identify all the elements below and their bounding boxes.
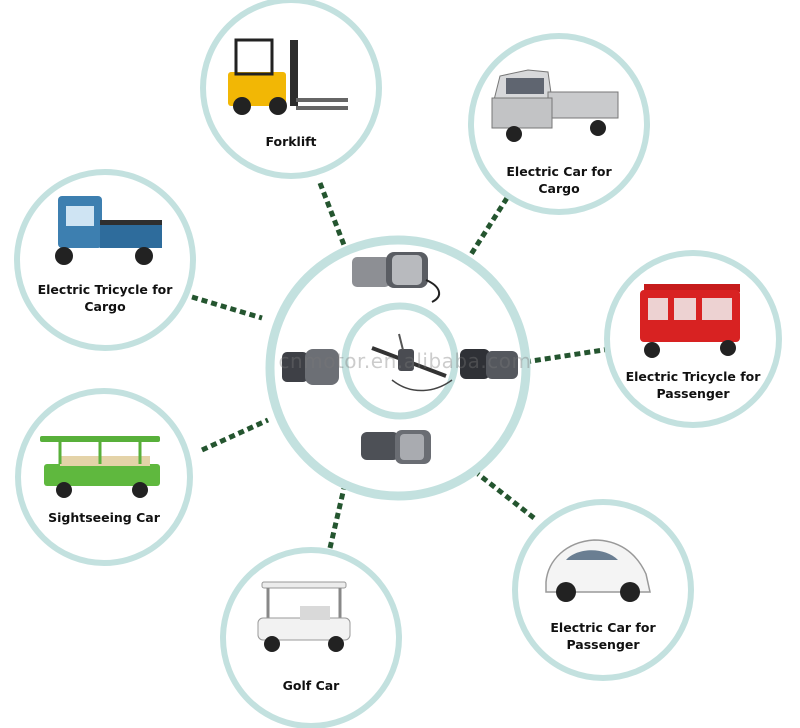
- watermark: cnmotor.en.alibaba.com: [278, 349, 532, 373]
- passenger-tricycle-icon: [640, 284, 740, 358]
- label-electric-car-cargo: Electric Car for Cargo: [506, 164, 612, 196]
- label-forklift: Forklift: [265, 134, 317, 149]
- connectors: [191, 182, 611, 549]
- label-electric-tricycle-passenger: Electric Tricycle for Passenger: [625, 369, 761, 401]
- differential-motor-icon: [282, 349, 339, 385]
- connector-golf-car: [327, 487, 347, 549]
- gear-motor-icon: [361, 430, 431, 464]
- label-electric-tricycle-cargo: Electric Tricycle for Cargo: [37, 282, 173, 314]
- passenger-car-icon: [545, 539, 651, 602]
- connector-electric-car-cargo: [467, 196, 510, 258]
- sightseeing-car-icon: [40, 436, 160, 498]
- connector-forklift: [317, 182, 347, 246]
- golf-car-icon: [257, 581, 351, 652]
- connector-electric-tricycle-passenger: [524, 346, 611, 365]
- label-electric-car-passenger: Electric Car for Passenger: [550, 620, 656, 652]
- cargo-truck-icon: [491, 69, 619, 142]
- label-golf-car: Golf Car: [282, 678, 340, 693]
- connector-electric-car-passenger: [476, 472, 536, 520]
- cargo-tricycle-icon: [55, 196, 162, 265]
- connector-electric-tricycle-cargo: [191, 294, 263, 321]
- connector-sightseeing-car: [200, 417, 270, 453]
- label-sightseeing-car: Sightseeing Car: [48, 510, 160, 525]
- ring-electric-tricycle-cargo: [14, 169, 196, 351]
- brushless-motor-icon: [352, 252, 441, 303]
- forklift-icon: [228, 38, 348, 115]
- rear-axle-motor-icon: [460, 349, 518, 379]
- axle-assembly-icon: [371, 333, 453, 392]
